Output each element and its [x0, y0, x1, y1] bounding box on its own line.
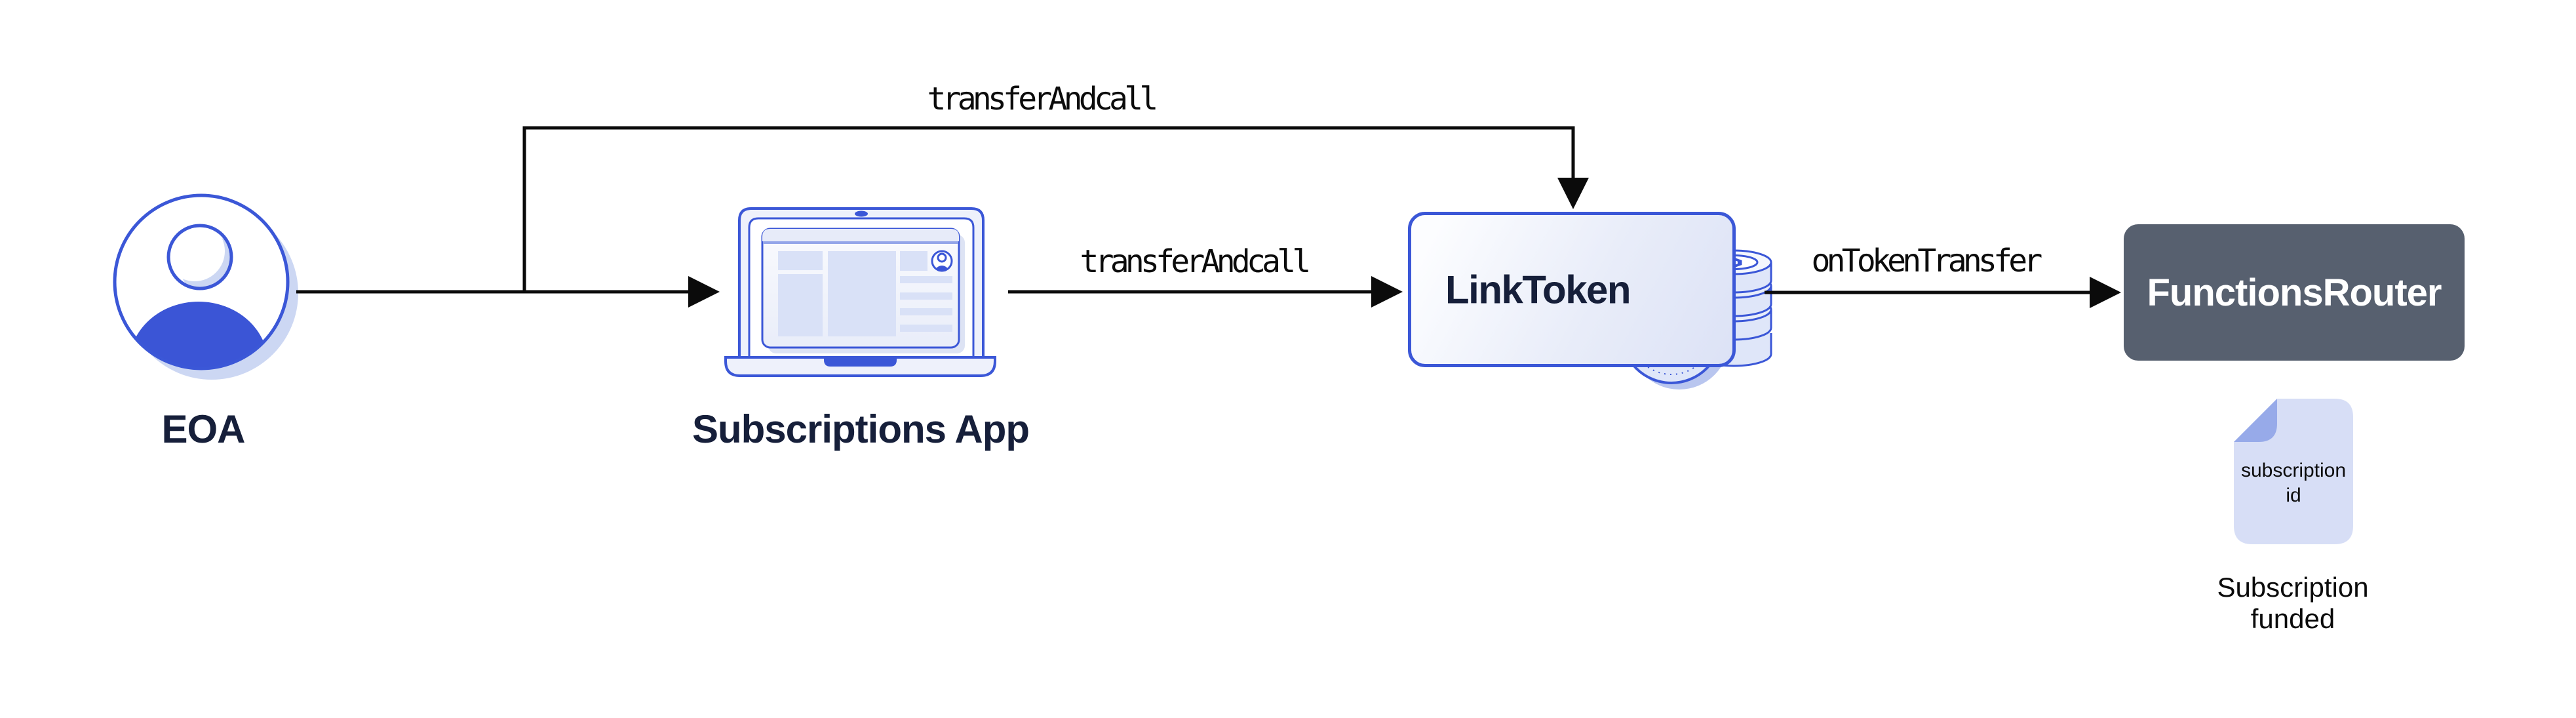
linktoken-title: LinkToken — [1445, 268, 1631, 311]
arrowhead-into-app — [688, 276, 720, 308]
document-icon — [2234, 399, 2353, 544]
document-text-line1: subscription — [2240, 460, 2347, 481]
user-avatar-icon — [931, 250, 953, 272]
person-avatar-icon — [113, 193, 298, 380]
document-text-line2: id — [2286, 485, 2301, 506]
edge-label-ontokentransfer: onTokenTransfer — [1811, 243, 2042, 279]
caption-line1: Subscription — [2217, 572, 2369, 603]
edge-label-transferandcall-top: transferAndcall — [927, 81, 1158, 117]
edge-label-transferandcall-mid: transferAndcall — [1080, 243, 1311, 280]
eoa-label: EOA — [161, 407, 245, 451]
arrowhead-into-linktoken-top — [1557, 178, 1589, 209]
document-text: subscription id — [2234, 458, 2353, 508]
laptop-icon — [724, 207, 996, 377]
arrowhead-into-linktoken-left — [1371, 276, 1403, 308]
arrow-eoa-to-linktoken — [522, 126, 1575, 292]
arrows — [296, 126, 2091, 294]
laptop-camera-dot — [855, 210, 868, 217]
functionsrouter-title: FunctionsRouter — [2147, 271, 2442, 314]
subscriptions-app-label: Subscriptions App — [692, 407, 1030, 451]
node-linktoken: LinkToken — [1408, 212, 1736, 367]
subscription-funded-caption: Subscription funded — [2162, 572, 2424, 635]
arrowhead-into-router — [2090, 277, 2121, 308]
caption-line2: funded — [2250, 603, 2335, 634]
node-functionsrouter: FunctionsRouter — [2124, 224, 2465, 361]
arrowheads — [688, 178, 2121, 308]
